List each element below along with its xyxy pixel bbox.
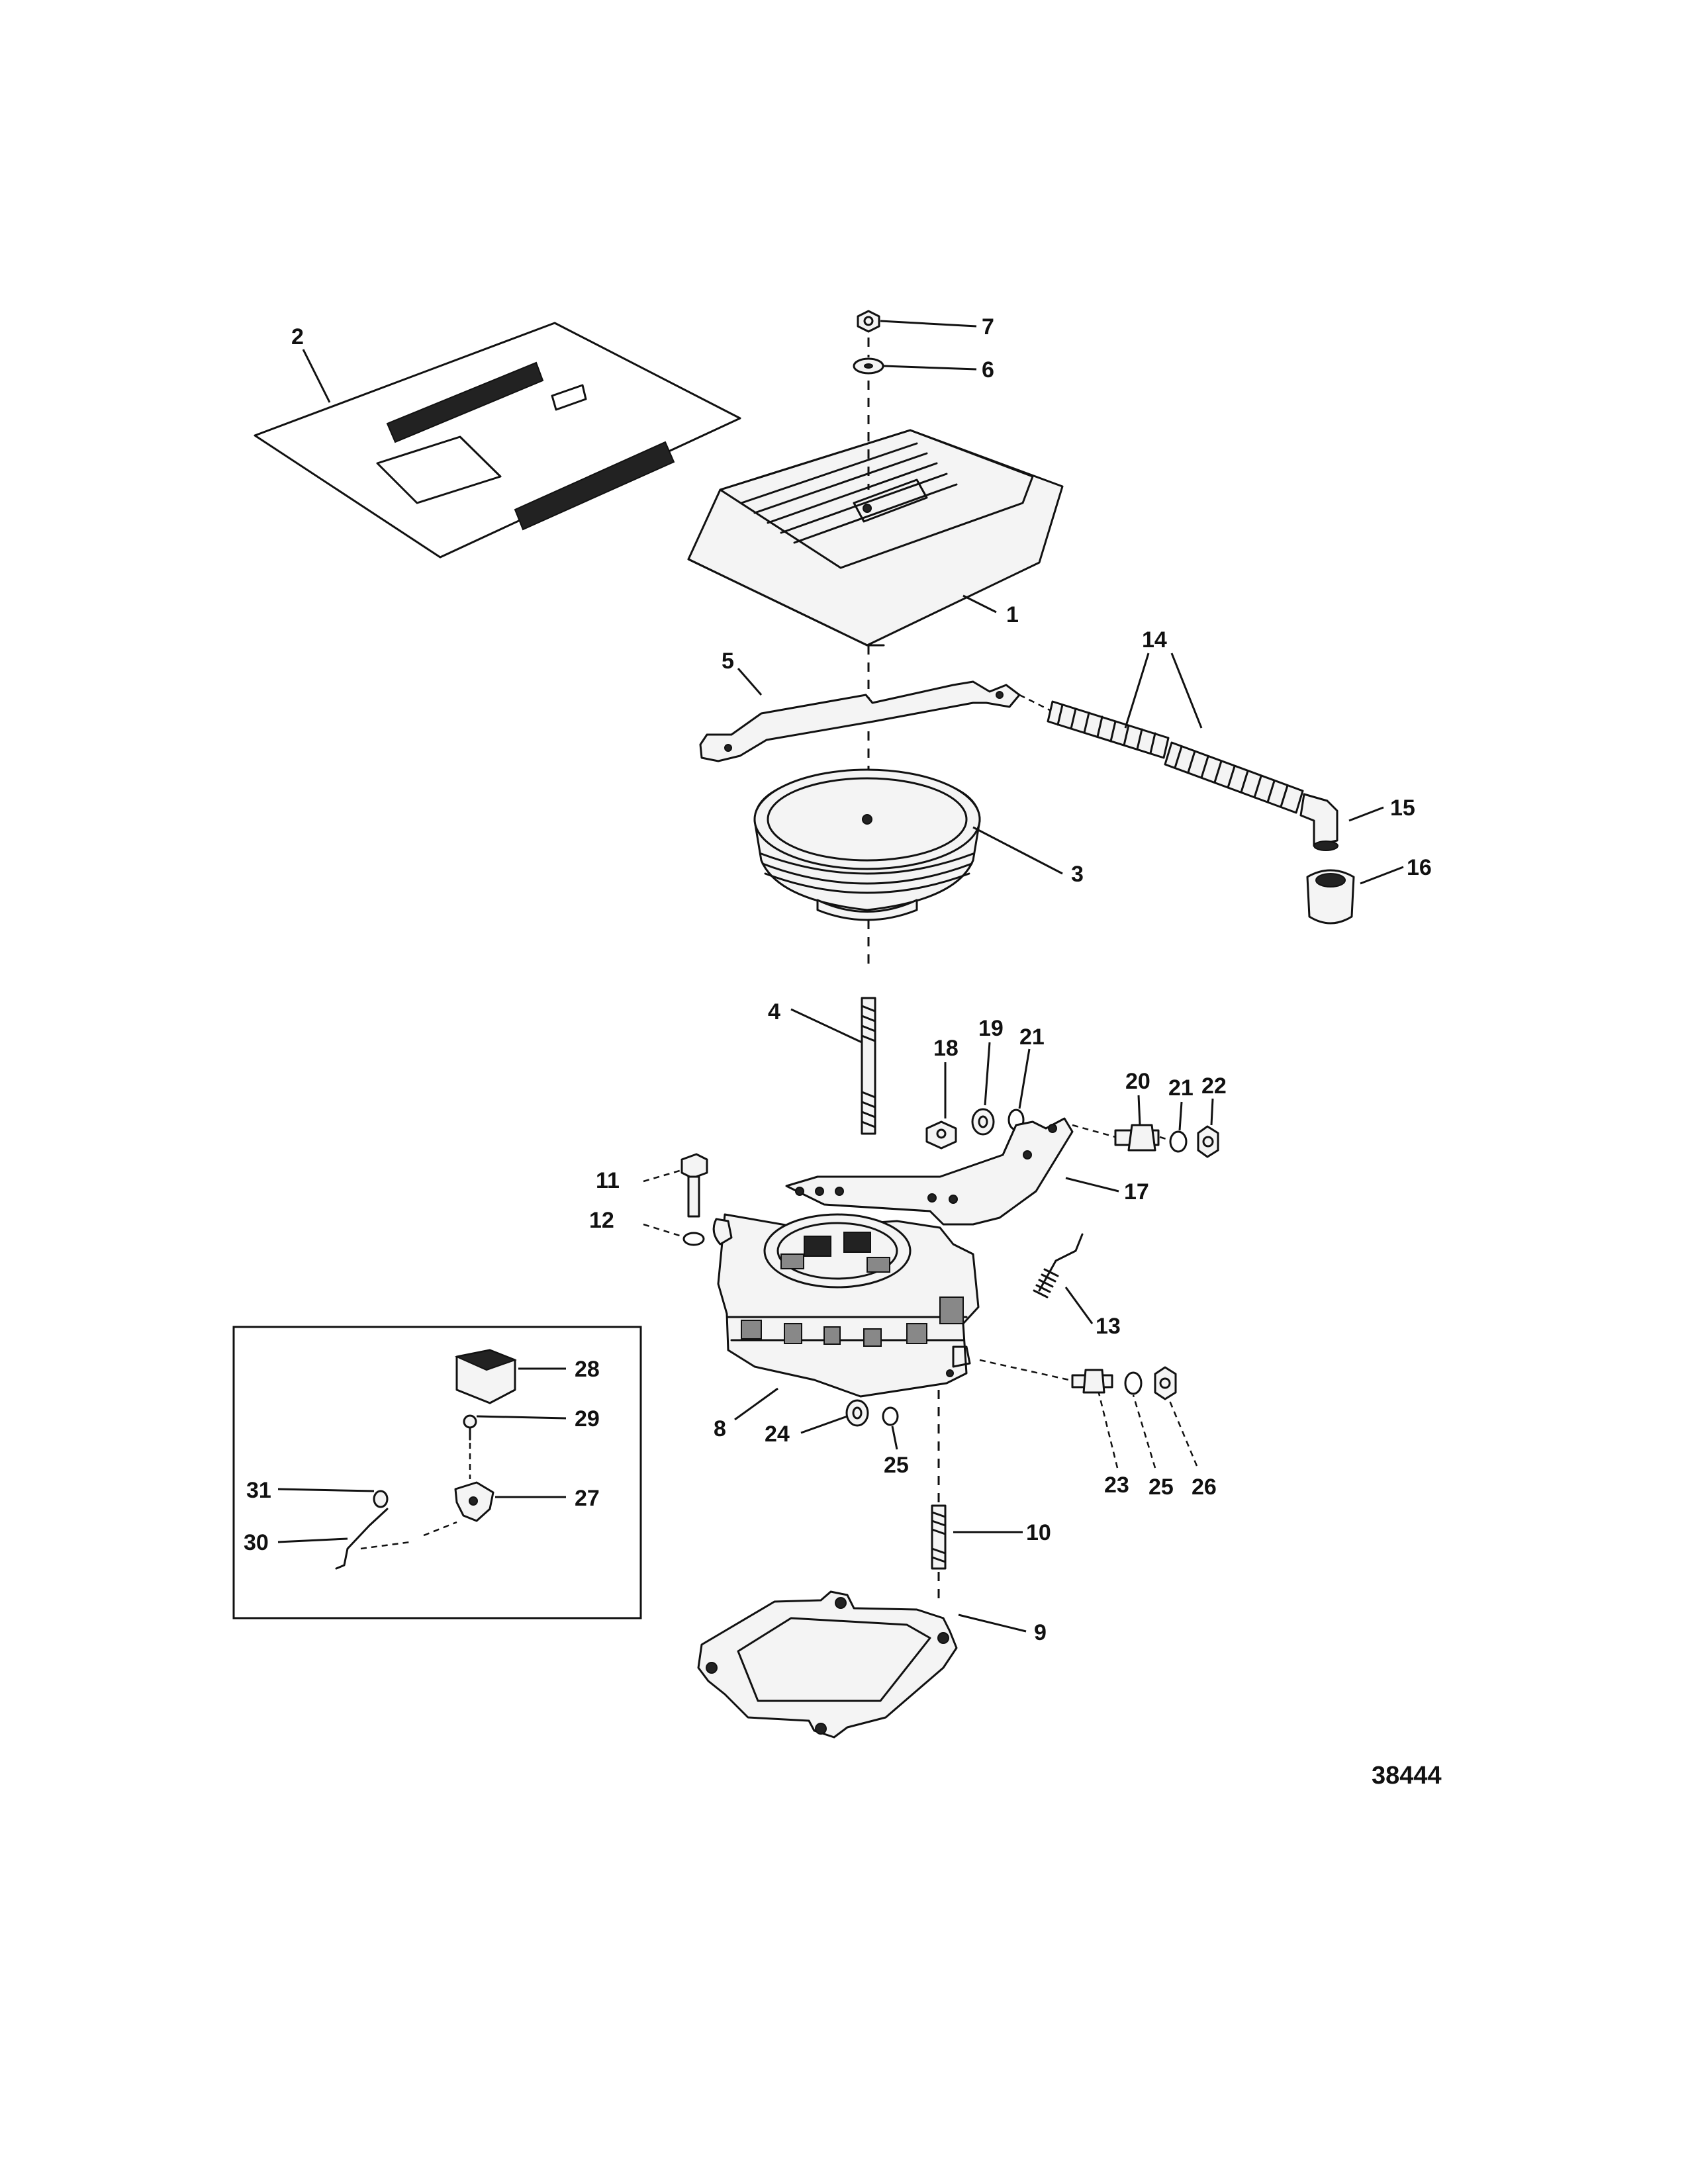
nut-22	[1197, 1125, 1219, 1158]
callout-14: 14	[1142, 627, 1167, 653]
nut-26	[1154, 1366, 1177, 1400]
callout-30: 30	[244, 1530, 269, 1555]
vent-hoses	[1019, 694, 1304, 814]
callout-11: 11	[596, 1168, 620, 1193]
callout-3: 3	[1071, 862, 1084, 887]
callout-25: 25	[884, 1453, 909, 1478]
callout-23: 23	[1104, 1473, 1129, 1498]
rod-30	[335, 1508, 389, 1570]
callout-7: 7	[982, 314, 994, 340]
bolt-11	[680, 1153, 708, 1218]
figure-number: 38444	[1372, 1762, 1442, 1790]
callout-21b: 21	[1168, 1075, 1194, 1101]
bowl-vent-cap	[454, 1349, 517, 1404]
screw-29	[463, 1414, 477, 1441]
decal-sheet	[254, 322, 741, 559]
stud-23	[1071, 1369, 1113, 1394]
callout-28: 28	[575, 1357, 600, 1382]
callout-17: 17	[1124, 1179, 1149, 1205]
washer-24	[845, 1399, 869, 1427]
callout-19: 19	[978, 1016, 1004, 1041]
callout-18: 18	[933, 1036, 959, 1061]
callout-8: 8	[714, 1416, 726, 1441]
callout-31: 31	[246, 1478, 271, 1503]
callout-12: 12	[589, 1208, 614, 1233]
leader-lines	[277, 320, 1404, 1633]
nut-18	[925, 1120, 957, 1150]
bracket	[699, 680, 1021, 762]
callout-13: 13	[1096, 1314, 1121, 1339]
washer-25-lower	[882, 1406, 899, 1426]
callout-1: 1	[1006, 602, 1019, 627]
hose-lower	[1164, 741, 1304, 814]
inset-box	[232, 1326, 642, 1619]
callout-labels: 1 2 3 4 5 6 7 8 9 10 11 12 13 14 15 16 1…	[244, 314, 1432, 1645]
callout-24: 24	[765, 1422, 790, 1447]
flame-arrestor	[753, 768, 981, 921]
washer-19	[971, 1108, 995, 1136]
flame-arrestor-cover	[687, 429, 1064, 647]
throttle-spring	[1033, 1233, 1084, 1298]
lockwasher-12	[682, 1232, 705, 1246]
callout-22: 22	[1201, 1073, 1227, 1099]
wing-nut	[857, 310, 880, 333]
carburetor	[712, 1213, 980, 1398]
clip-31	[373, 1490, 389, 1508]
grommet	[1306, 869, 1355, 925]
callout-5: 5	[722, 649, 734, 674]
bracket-17	[785, 1117, 1074, 1226]
washer-21-right	[1169, 1130, 1188, 1153]
carburetor-gasket	[697, 1590, 958, 1739]
stud-10	[931, 1504, 947, 1570]
callout-29: 29	[575, 1406, 600, 1432]
callout-2: 2	[291, 324, 304, 349]
stud-20	[1114, 1124, 1160, 1152]
hose-upper	[1047, 700, 1170, 759]
elbow-fitting	[1299, 793, 1338, 851]
callout-4: 4	[768, 999, 780, 1024]
callout-20: 20	[1125, 1069, 1150, 1094]
callout-27: 27	[575, 1486, 600, 1511]
callout-16: 16	[1407, 855, 1432, 880]
washer-25-right	[1124, 1371, 1143, 1395]
callout-9: 9	[1034, 1620, 1047, 1645]
callout-15: 15	[1390, 796, 1415, 821]
callout-25b: 25	[1149, 1475, 1174, 1500]
callout-21: 21	[1019, 1024, 1045, 1050]
stud-long	[861, 997, 876, 1135]
flat-washer	[853, 357, 884, 375]
callout-10: 10	[1026, 1520, 1051, 1545]
callout-26: 26	[1192, 1475, 1217, 1500]
bowl-vent-lever	[454, 1481, 494, 1522]
callout-6: 6	[982, 357, 994, 383]
